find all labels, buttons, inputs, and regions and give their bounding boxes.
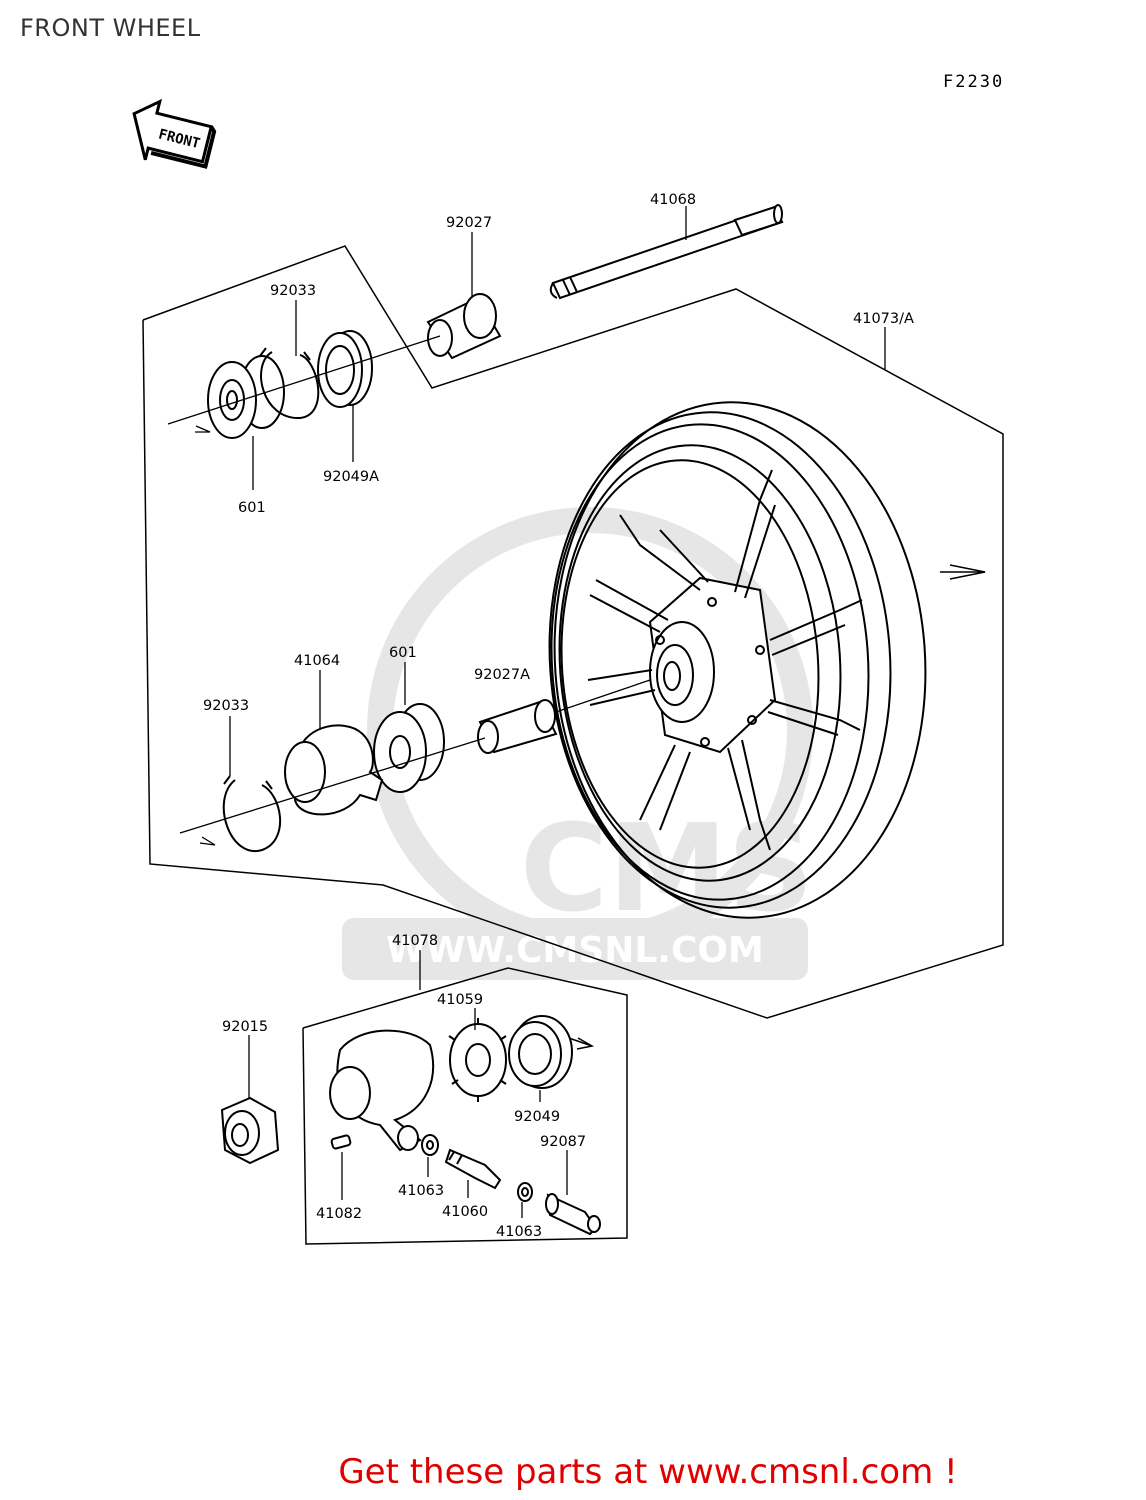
footer-text: Get these parts at www.cmsnl.com ! [338, 1452, 958, 1492]
assembly-outline [142, 245, 1004, 1019]
oil-seal-top [317, 330, 373, 408]
watermark-url: WWW.CMSNL.COM [386, 930, 764, 971]
front-arrow-icon: FRONT [132, 98, 217, 169]
label-92027: 92027 [446, 215, 492, 231]
washer-41063-b [517, 1182, 533, 1202]
collar-mid [477, 679, 651, 754]
label-41073a: 41073/A [853, 311, 914, 327]
page-title: FRONT WHEEL [20, 14, 201, 42]
collar-top [426, 293, 502, 360]
label-601-mid: 601 [389, 645, 417, 661]
axle-nut [220, 1096, 280, 1165]
bearing-mid [373, 703, 445, 793]
upper-axis-lines [167, 335, 441, 433]
label-92015: 92015 [222, 1019, 268, 1035]
bushing-92087 [545, 1193, 601, 1236]
footer-link[interactable]: Get these parts at www.cmsnl.com ! [0, 1452, 1146, 1492]
bearing-top [207, 355, 285, 439]
label-41064: 41064 [294, 653, 340, 669]
label-92033-mid: 92033 [203, 698, 249, 714]
label-92049: 92049 [514, 1109, 560, 1125]
label-601-top: 601 [238, 500, 266, 516]
label-41068: 41068 [650, 192, 696, 208]
speedometer-housing [329, 1029, 435, 1152]
label-41060: 41060 [442, 1204, 488, 1220]
label-41082: 41082 [316, 1206, 362, 1222]
front-axle [549, 204, 784, 300]
lower-axis-lines [179, 737, 486, 846]
circlip-mid [222, 775, 281, 853]
label-92049a: 92049A [323, 469, 379, 485]
gear-shaft-41060 [444, 1148, 502, 1190]
leader-lines [229, 206, 886, 1218]
label-41063-b: 41063 [496, 1224, 542, 1240]
washer-41063-a [421, 1134, 439, 1156]
figure-code: F2230 [943, 72, 1005, 92]
oil-seal-bottom [508, 1015, 573, 1089]
label-41078: 41078 [392, 933, 438, 949]
label-92087: 92087 [540, 1134, 586, 1150]
part-labels: 92027 41068 92033 41073/A 92049A 601 410… [203, 192, 914, 1240]
watermark: CMS WWW.CMSNL.COM [342, 507, 814, 980]
gear-stop-plate [284, 724, 384, 816]
label-92033-top: 92033 [270, 283, 316, 299]
circlip-top [259, 347, 320, 420]
speedometer-gear [448, 1018, 507, 1102]
label-41063-a: 41063 [398, 1183, 444, 1199]
label-41059: 41059 [437, 992, 483, 1008]
label-92027a: 92027A [474, 667, 530, 683]
pin-41082 [330, 1134, 352, 1150]
front-wheel [548, 401, 927, 919]
